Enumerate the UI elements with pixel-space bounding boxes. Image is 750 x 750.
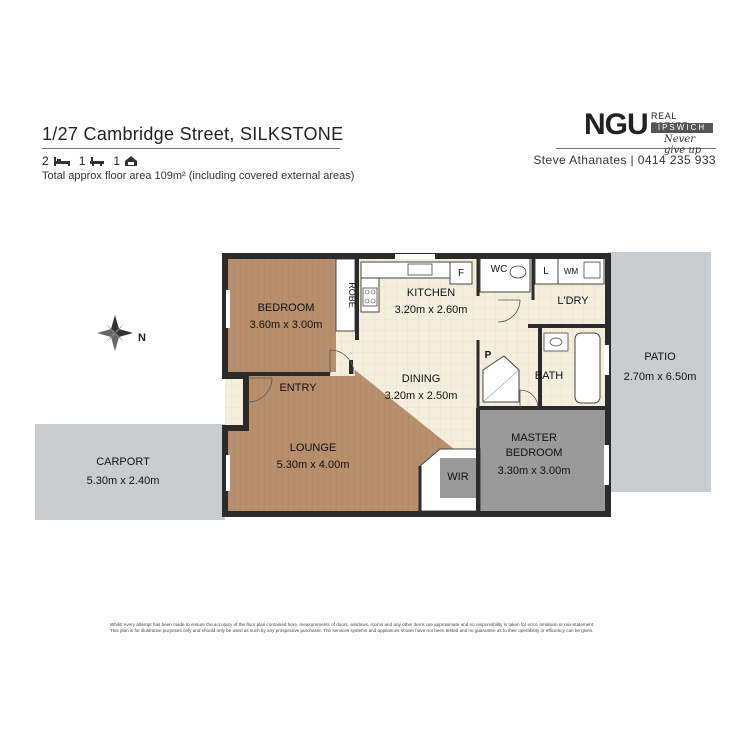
master-bedroom-label-line2: BEDROOM bbox=[506, 447, 563, 459]
compass-rose-icon bbox=[97, 315, 133, 351]
carport-label: CARPORT bbox=[96, 456, 150, 468]
basin-icon bbox=[549, 337, 563, 347]
pantry-label: P bbox=[485, 350, 492, 361]
compass-north-label: N bbox=[138, 332, 146, 344]
shower-line bbox=[482, 369, 520, 403]
agent-contact: Steve Athanates | 0414 235 933 bbox=[533, 153, 716, 167]
lounge-label: LOUNGE bbox=[290, 442, 336, 454]
window bbox=[604, 345, 609, 375]
toilet-icon bbox=[509, 265, 527, 279]
bath-icon bbox=[89, 156, 105, 167]
header-divider-right bbox=[556, 148, 716, 149]
window bbox=[226, 455, 230, 491]
master-bedroom-label: MASTER bbox=[511, 432, 557, 444]
patio-label: PATIO bbox=[644, 351, 676, 363]
logo-brand: NGU bbox=[584, 108, 649, 141]
window bbox=[395, 254, 435, 259]
shower-icon bbox=[482, 355, 520, 403]
dining-label: DINING bbox=[402, 373, 441, 385]
floor-area-note: Total approx floor area 109m² (including… bbox=[42, 170, 355, 182]
bed-icon bbox=[53, 156, 71, 167]
lounge-size: 5.30m x 4.00m bbox=[277, 459, 350, 471]
car-count: 1 bbox=[113, 154, 121, 168]
burner-icon bbox=[370, 298, 376, 304]
bathroom-count: 1 bbox=[78, 154, 86, 168]
patio-area bbox=[608, 252, 711, 492]
fridge-label: F bbox=[458, 268, 464, 279]
wir-label: WIR bbox=[447, 471, 468, 483]
lounge-floor bbox=[228, 370, 480, 511]
header-divider-left bbox=[42, 148, 340, 149]
entry-label: ENTRY bbox=[279, 382, 317, 394]
door-swing bbox=[247, 377, 273, 403]
disclaimer: Whilst every attempt has been made to en… bbox=[110, 622, 640, 634]
door-swing bbox=[497, 299, 521, 323]
linen-label: L bbox=[543, 266, 549, 277]
disclaimer-line1: Whilst every attempt has been made to en… bbox=[110, 622, 595, 627]
dining-size: 3.20m x 2.50m bbox=[385, 390, 458, 402]
property-features: 2 1 1 bbox=[42, 154, 138, 168]
door-swing bbox=[519, 389, 539, 409]
bedroom-floor bbox=[228, 259, 336, 372]
robe-label: ROBE bbox=[347, 282, 357, 308]
kitchen-size: 3.20m x 2.60m bbox=[395, 304, 468, 316]
kitchen-label: KITCHEN bbox=[407, 287, 455, 299]
carport-size: 5.30m x 2.40m bbox=[87, 475, 160, 487]
logo-tagline: Never give up bbox=[664, 134, 702, 156]
master-bedroom-size: 3.30m x 3.00m bbox=[498, 465, 571, 477]
bath-label: BATH bbox=[535, 370, 564, 382]
bedroom-label: BEDROOM bbox=[258, 302, 315, 314]
car-icon bbox=[124, 155, 138, 167]
bedroom-size: 3.60m x 3.00m bbox=[250, 319, 323, 331]
property-address: 1/27 Cambridge Street, SILKSTONE bbox=[42, 124, 344, 144]
burner-icon bbox=[370, 289, 376, 295]
master-bedroom-floor bbox=[480, 410, 605, 511]
laundry-label: L'DRY bbox=[557, 295, 589, 307]
patio-size: 2.70m x 6.50m bbox=[624, 371, 697, 383]
bedroom-count: 2 bbox=[42, 154, 49, 168]
window bbox=[226, 290, 230, 328]
fridge-space bbox=[449, 261, 473, 285]
cooktop-icon bbox=[362, 287, 378, 307]
window bbox=[604, 445, 609, 485]
laundry-tub-icon bbox=[583, 261, 601, 279]
door-swing bbox=[329, 349, 355, 375]
wm-label: WM bbox=[564, 267, 579, 276]
vanity-icon bbox=[543, 332, 569, 352]
wir-floor bbox=[440, 458, 476, 498]
wc-label: WC bbox=[491, 264, 508, 275]
logo-line2: IPSWICH bbox=[651, 123, 713, 133]
burner-icon bbox=[364, 298, 370, 304]
bath-tub-icon bbox=[574, 332, 601, 404]
carport-area bbox=[35, 424, 225, 520]
disclaimer-line2: This plan is for illustrative purposes o… bbox=[110, 628, 594, 633]
agency-logo: NGU REAL ESTATE IPSWICH Never give up bbox=[584, 108, 716, 156]
kitchen-sink-icon bbox=[407, 263, 433, 276]
burner-icon bbox=[364, 289, 370, 295]
